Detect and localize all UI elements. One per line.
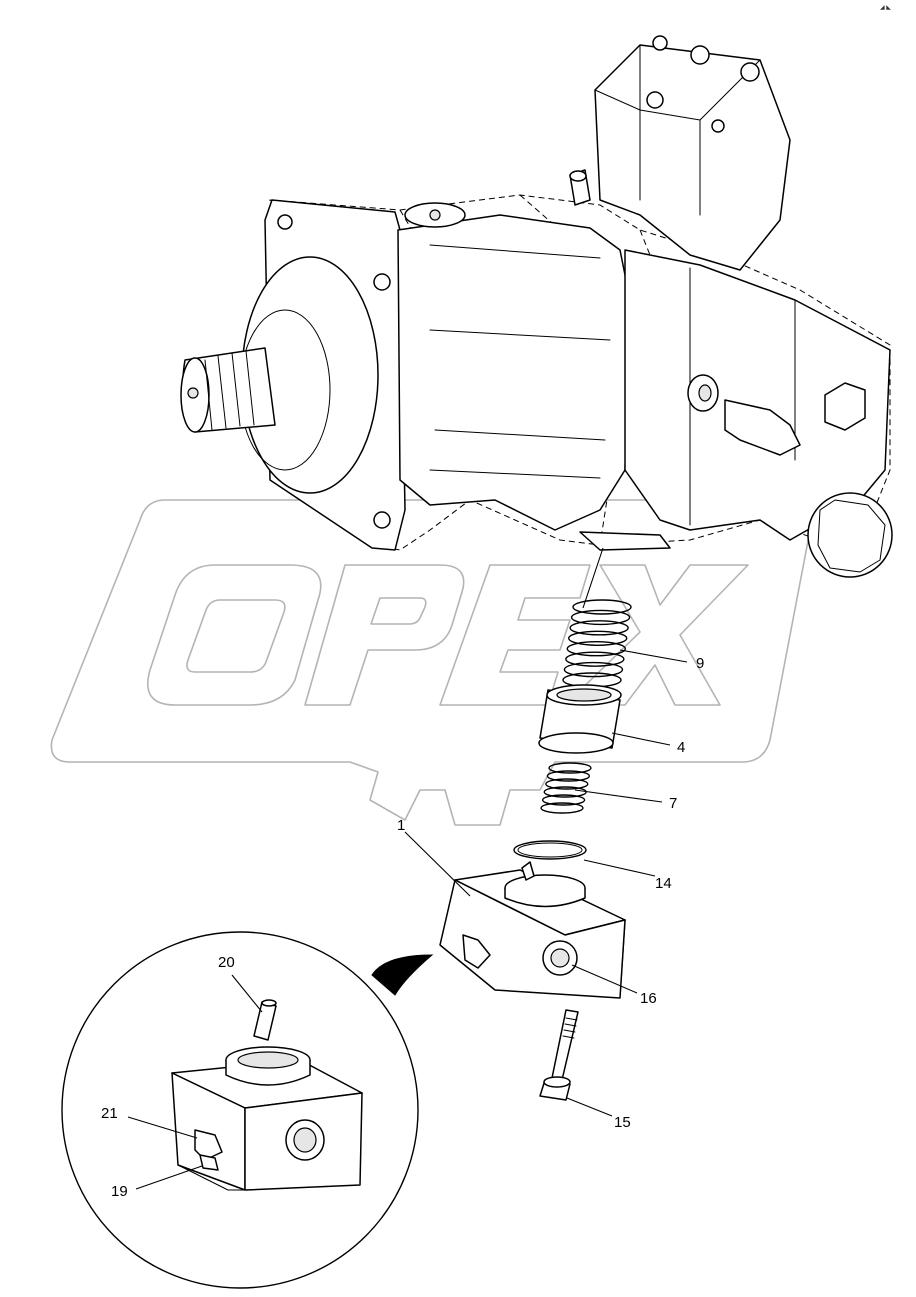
housing-port	[429, 209, 441, 221]
valve-housing-pin	[521, 861, 535, 881]
spring-coil	[548, 762, 592, 774]
callout-19: 19	[111, 1183, 128, 1200]
large-port-plug	[807, 492, 893, 578]
cylinder-housing	[397, 214, 631, 531]
valve-housing-boss-wall	[504, 888, 586, 908]
callout-20: 20	[218, 954, 235, 971]
leader-motor-to-spring	[582, 547, 604, 609]
leader-16	[571, 964, 638, 994]
leader-1	[404, 831, 471, 897]
watermark-letter-p	[304, 564, 465, 706]
leader-lines	[127, 547, 688, 1190]
part-1-valve-housing	[439, 861, 626, 999]
control-block-bolt	[652, 35, 668, 51]
detail-view	[61, 931, 419, 1289]
callout-9: 9	[696, 655, 704, 672]
detail-housing-bottom	[177, 1164, 246, 1191]
callout-15: 15	[614, 1114, 631, 1131]
spring-coil	[570, 609, 631, 626]
cap-screw-shank	[551, 1009, 579, 1081]
valve-housing-screw	[462, 934, 491, 969]
part-14-o-ring	[513, 840, 587, 860]
hex-plug	[824, 382, 866, 431]
leader-21	[127, 1116, 198, 1139]
callout-labels: 9 4 7 1 14 16 15 20 21 19	[101, 655, 704, 1200]
leader-14	[583, 859, 656, 877]
cylinder-housing-ridges	[429, 244, 611, 479]
valve-housing-side-port-inner	[550, 948, 570, 968]
part-20-pin	[253, 1001, 277, 1041]
flange-bolt-hole	[277, 214, 293, 230]
part-21-fitting	[194, 1129, 223, 1161]
hydraulic-motor-assembly	[180, 35, 893, 578]
small-plug-center	[698, 384, 712, 402]
leader-15	[566, 1097, 613, 1117]
control-block-body	[594, 44, 791, 271]
detail-side-port-inner	[293, 1127, 317, 1153]
o-ring-inner	[517, 842, 583, 858]
callout-4: 4	[677, 739, 685, 756]
control-block-bolt	[690, 45, 710, 65]
callout-14: 14	[655, 875, 672, 892]
part-4-spring-sleeve	[538, 684, 622, 754]
control-block-bolt	[646, 91, 664, 109]
sleeve-bottom-rim	[538, 732, 614, 754]
corner-mark: ◢ ◣	[880, 5, 891, 11]
spring-coils	[540, 762, 592, 814]
spring-coil	[563, 661, 624, 678]
part-19-screw	[199, 1154, 219, 1171]
spring-coil	[545, 778, 589, 790]
part-7-small-spring	[540, 762, 592, 814]
control-block-bolt	[740, 62, 760, 82]
leader-7	[574, 789, 663, 803]
flange-bolt-hole	[373, 511, 391, 529]
spring-coil	[541, 794, 586, 806]
leader-20	[231, 974, 263, 1013]
sleeve-bore	[556, 688, 612, 702]
control-block-edges	[594, 44, 761, 216]
shaft-splines	[204, 350, 255, 431]
detail-housing-bore	[237, 1051, 299, 1069]
leader-9	[619, 649, 688, 663]
pin-top	[261, 999, 277, 1007]
control-block-bolt	[711, 119, 725, 133]
flange-bolt-hole	[373, 273, 391, 291]
callout-1: 1	[397, 817, 405, 834]
detail-arrow	[371, 954, 434, 996]
spring-coil	[540, 802, 584, 814]
large-port-plug-hex	[817, 499, 886, 573]
cap-screw-thread	[562, 1017, 578, 1039]
spring-coil	[568, 630, 628, 646]
cap-screw-head-top	[543, 1076, 571, 1088]
spring-coil	[566, 641, 626, 657]
leader-19	[135, 1165, 203, 1190]
detail-circle	[61, 931, 419, 1289]
spring-coil	[569, 620, 629, 636]
spring-seat-stub	[579, 531, 671, 551]
spring-coil	[546, 770, 591, 782]
part-9-large-spring	[562, 599, 632, 688]
spring-coil	[572, 599, 632, 615]
callout-16: 16	[640, 990, 657, 1007]
shaft-center-hole	[187, 387, 199, 399]
callout-7: 7	[669, 795, 677, 812]
part-15-cap-screw	[539, 1009, 579, 1101]
watermark-letter-o	[147, 564, 322, 706]
spring-coils	[562, 599, 632, 688]
spring-coil	[565, 651, 625, 667]
leader-4	[611, 732, 671, 746]
callout-21: 21	[101, 1105, 118, 1122]
side-fitting	[724, 399, 801, 456]
breather-cap	[569, 170, 587, 182]
